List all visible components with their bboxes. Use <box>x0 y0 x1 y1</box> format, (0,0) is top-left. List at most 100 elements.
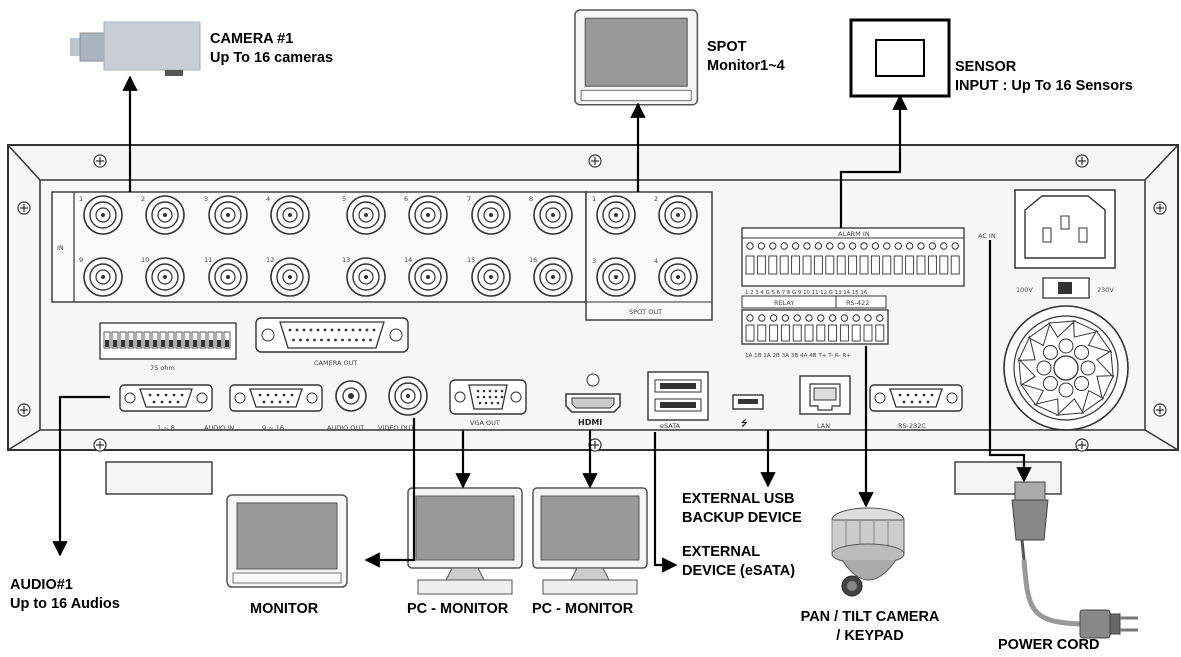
video-in-bnc[interactable] <box>145 257 185 297</box>
screw-icon <box>17 201 31 215</box>
screw-icon <box>1075 438 1089 452</box>
voltage-230-label: 230V <box>1097 286 1114 294</box>
video-in-bnc[interactable] <box>346 257 386 297</box>
video-in-number: 4 <box>266 195 270 203</box>
video-in-bnc[interactable] <box>270 257 310 297</box>
rs232-connector[interactable] <box>869 384 963 412</box>
port-9-16-label: 9 ~ 16 <box>262 424 284 432</box>
hdmi-port[interactable] <box>565 373 621 413</box>
sensor-label-line1: SENSOR <box>955 59 1017 75</box>
hdmi-label: HDMI <box>578 418 602 427</box>
audio-out-jack[interactable] <box>335 380 367 412</box>
power-cord-icon <box>1011 481 1138 639</box>
video-in-bnc[interactable] <box>83 257 123 297</box>
sensor-arrow <box>839 94 908 228</box>
alarm-in-label: ALARM IN <box>838 230 870 238</box>
esata-label-line1: EXTERNAL <box>682 544 761 560</box>
video-in-bnc[interactable] <box>533 195 573 235</box>
in-label: IN <box>57 244 64 252</box>
screw-icon <box>1153 403 1167 417</box>
screw-icon <box>1075 154 1089 168</box>
video-in-bnc[interactable] <box>471 257 511 297</box>
pc-monitor-label-1: PC - MONITOR <box>407 601 509 617</box>
spot-label-line1: SPOT <box>707 39 747 55</box>
sensor-box-icon <box>849 18 951 98</box>
esata-arrow <box>653 432 678 573</box>
video-in-number: 15 <box>467 256 475 264</box>
screw-icon <box>1153 201 1167 215</box>
voltage-switch[interactable] <box>1042 277 1090 299</box>
camera-out-connector[interactable] <box>255 317 409 353</box>
fan-grille <box>1003 305 1129 431</box>
connection-lines <box>52 75 1032 573</box>
video-in-number: 7 <box>467 195 471 203</box>
audio-in-1-8-connector[interactable] <box>119 384 213 412</box>
monitor-arrow <box>364 418 416 568</box>
spot-out-number: 4 <box>654 257 658 265</box>
video-in-number: 10 <box>141 256 149 264</box>
spot-out-number: 2 <box>654 195 658 203</box>
audio-label-line2: Up to 16 Audios <box>10 596 120 612</box>
video-in-number: 1 <box>79 195 83 203</box>
video-in-number: 6 <box>404 195 408 203</box>
video-in-number: 9 <box>79 256 83 264</box>
audio-in-label: AUDIO IN <box>204 424 234 432</box>
video-out-label: VIDEO OUT <box>378 424 415 432</box>
spot-out-label: SPOT OUT <box>629 308 662 316</box>
video-in-bnc[interactable] <box>208 195 248 235</box>
rs232-label: RS-232C <box>898 422 926 430</box>
ac-in-label: AC IN <box>978 232 996 240</box>
audio-out-label: AUDIO OUT <box>327 424 364 432</box>
video-in-bnc[interactable] <box>533 257 573 297</box>
esata-port[interactable] <box>647 371 709 421</box>
spot-out-bnc[interactable] <box>658 257 698 297</box>
lan-port[interactable] <box>799 375 851 415</box>
spot-out-bnc[interactable] <box>658 195 698 235</box>
relay-label: RELAY <box>774 299 794 307</box>
usb-port[interactable] <box>732 394 764 410</box>
video-in-bnc[interactable] <box>208 257 248 297</box>
spot-out-bnc[interactable] <box>596 195 636 235</box>
rs422-label: RS-422 <box>846 299 869 307</box>
esata-device-label: EXTERNAL DEVICE (eSATA) <box>682 543 795 581</box>
video-in-number: 12 <box>266 256 274 264</box>
ac-inlet[interactable] <box>1014 189 1116 269</box>
voltage-100-label: 100V <box>1016 286 1033 294</box>
vga-out-connector[interactable] <box>449 379 527 415</box>
spot-out-bnc[interactable] <box>596 257 636 297</box>
ptz-label: PAN / TILT CAMERA / KEYPAD <box>790 608 950 646</box>
pc-monitor-icon-1 <box>407 487 523 595</box>
video-in-bnc[interactable] <box>408 195 448 235</box>
video-out-bnc[interactable] <box>388 376 428 416</box>
audio-in-9-16-connector[interactable] <box>229 384 323 412</box>
video-in-bnc[interactable] <box>83 195 123 235</box>
vga-out-label: VGA OUT <box>470 419 500 427</box>
usb-label-line1: EXTERNAL USB <box>682 491 795 507</box>
port-1-8-label: 1 ~ 8 <box>157 424 175 432</box>
video-in-number: 11 <box>204 256 212 264</box>
screw-icon <box>588 154 602 168</box>
video-in-number: 16 <box>529 256 537 264</box>
camera-label: CAMERA #1 Up To 16 cameras <box>210 30 333 68</box>
ptz-label-line2: / KEYPAD <box>836 628 904 644</box>
video-in-number: 13 <box>342 256 350 264</box>
video-in-bnc[interactable] <box>471 195 511 235</box>
video-in-bnc[interactable] <box>346 195 386 235</box>
usb-symbol-icon: ⭍ <box>741 418 748 428</box>
audio-arrow <box>52 395 110 557</box>
video-in-bnc[interactable] <box>408 257 448 297</box>
spot-label: SPOT Monitor1~4 <box>707 38 785 76</box>
monitor-label: MONITOR <box>250 601 319 617</box>
monitor-icon <box>226 494 348 588</box>
video-in-bnc[interactable] <box>270 195 310 235</box>
video-in-bnc[interactable] <box>145 195 185 235</box>
sensor-label: SENSOR INPUT : Up To 16 Sensors <box>955 58 1133 96</box>
usb-device-label: EXTERNAL USB BACKUP DEVICE <box>682 490 802 528</box>
power-cord-label: POWER CORD <box>998 637 1100 653</box>
video-in-number: 8 <box>529 195 533 203</box>
audio-label-line1: AUDIO#1 <box>10 577 73 593</box>
screw-icon <box>93 154 107 168</box>
spot-monitor-icon <box>574 9 699 106</box>
